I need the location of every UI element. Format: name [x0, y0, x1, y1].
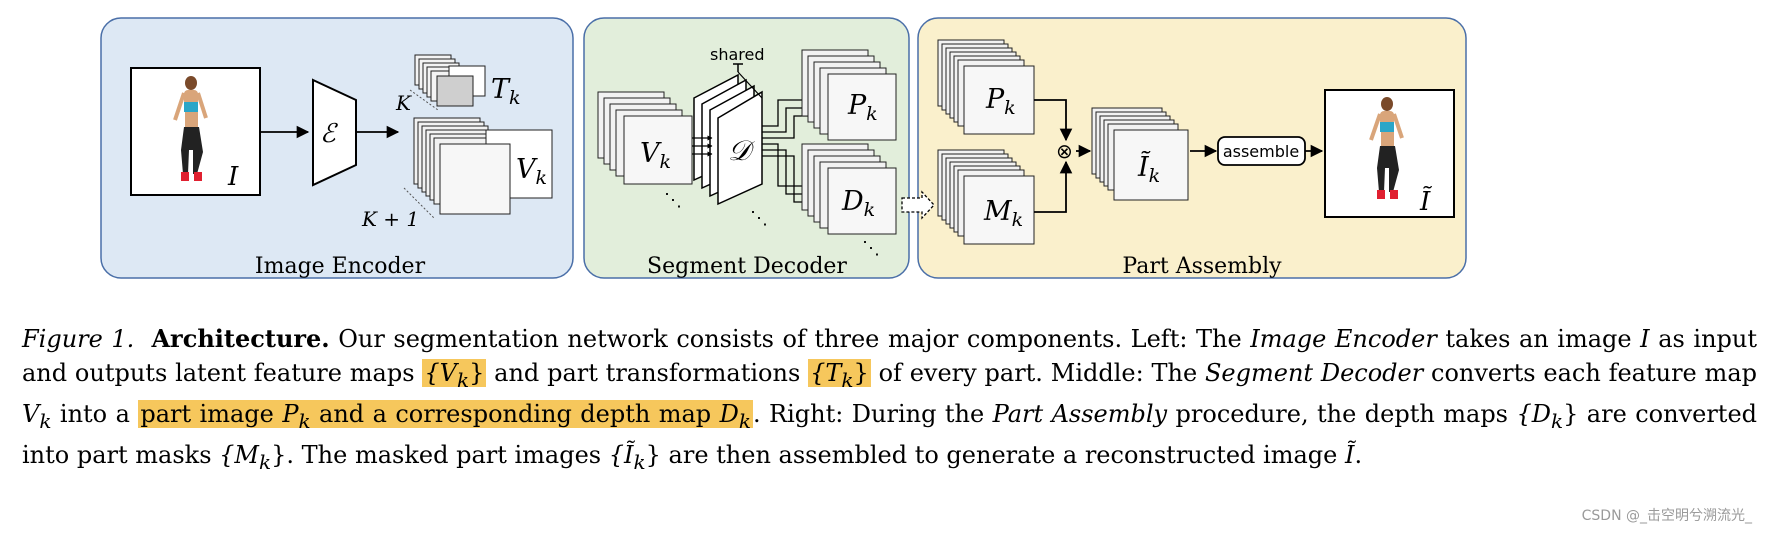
caption-text: } — [1563, 399, 1579, 428]
assembly-title: Part Assembly — [1122, 254, 1282, 279]
caption-text: . The masked part images — [286, 440, 609, 469]
decoder-title: Segment Decoder — [647, 254, 847, 279]
caption-text: Image Encoder — [1250, 325, 1437, 353]
transforms-label: Tk — [491, 74, 521, 109]
input-image: I — [130, 67, 261, 196]
caption-text: Segment Decoder — [1204, 359, 1424, 387]
feature-stack — [413, 117, 553, 215]
architecture-diagram: Image Encoder Segment Decoder Part Assem… — [100, 17, 1467, 279]
input-image-label: I — [227, 162, 239, 192]
assemble-label: assemble — [1223, 142, 1299, 161]
k-count-label: K — [395, 91, 412, 115]
caption-text: procedure, the depth maps — [1167, 399, 1517, 428]
encoder-symbol: ℰ — [320, 119, 338, 149]
caption-text: k — [633, 449, 646, 474]
part-image-stack — [801, 49, 897, 141]
features-label: Vk — [516, 154, 547, 189]
caption-text: . — [1354, 440, 1363, 469]
caption-text: of every part. Middle: The — [870, 359, 1205, 387]
decoder-features-label: Vk — [640, 138, 671, 173]
caption-text: as input and outputs latent feature maps — [22, 325, 1758, 387]
caption-highlight: {Vk} — [422, 359, 487, 392]
caption-text: and part transformations — [486, 359, 809, 387]
caption-text: Ĩ — [1344, 440, 1355, 469]
k-plus-one-label: K + 1 — [361, 207, 419, 231]
shared-label: shared — [710, 45, 765, 64]
caption-text: k — [39, 408, 52, 433]
output-image: Ĩ — [1324, 89, 1455, 218]
transform-stack — [414, 54, 486, 107]
caption-text: into a — [51, 399, 139, 428]
caption-text: } — [645, 440, 661, 469]
caption-bold-title: Architecture. — [151, 324, 330, 353]
depth-map-stack — [801, 143, 897, 235]
caption-text: . Right: During the — [752, 399, 993, 428]
watermark: CSDN @_击空明兮溯流光_ — [1581, 508, 1752, 524]
caption-text: {D — [1516, 399, 1551, 428]
decoder-feature-ellipsis: ⋱ — [664, 190, 682, 211]
mask-label: Mk — [983, 196, 1023, 231]
caption-text: k — [259, 449, 272, 474]
caption-text: } — [271, 440, 287, 469]
masked-part-label: Ĩk — [1137, 150, 1160, 187]
mask-stack — [937, 149, 1035, 245]
caption-highlight: part image Pk and a corresponding depth … — [138, 399, 753, 433]
figure-caption: Figure 1. Architecture. Our segmentation… — [22, 322, 1757, 478]
caption-text: Part Assembly — [992, 399, 1168, 428]
decoder-input-arrows — [692, 135, 713, 157]
encoder-title: Image Encoder — [255, 254, 426, 279]
caption-text: takes an image — [1436, 325, 1641, 353]
caption-highlight: {Tk} — [808, 359, 871, 392]
caption-text: converts each feature map — [1423, 359, 1757, 387]
decoder-feature-stack — [597, 91, 693, 185]
caption-figure-number: Figure 1. — [22, 325, 135, 353]
part-image-label: Pk — [847, 90, 878, 125]
caption-text: Our segmentation network consists of thr… — [329, 325, 1251, 353]
caption-text: I — [1640, 325, 1650, 353]
output-image-label: Ĩ — [1419, 185, 1433, 217]
caption-text: are converted into part masks — [22, 399, 1758, 469]
caption-text: {Ĩ — [608, 440, 634, 469]
encoder-trapezoid — [312, 78, 357, 187]
masked-part-stack — [1091, 107, 1189, 201]
caption-text: V — [22, 399, 40, 428]
decoder-ellipsis: ⋱ — [750, 208, 768, 229]
multiply-icon: ⊗ — [1056, 139, 1073, 163]
depth-ellipsis: ⋱ — [862, 238, 880, 259]
caption-text: {M — [219, 440, 259, 469]
depth-map-label: Dk — [841, 186, 875, 221]
depth-to-mask-arrow — [901, 190, 935, 220]
person-figure-icon — [173, 76, 208, 181]
caption-text: are then assembled to generate a reconst… — [660, 440, 1345, 469]
assembly-part-label: Pk — [985, 84, 1016, 119]
assembly-part-stack — [937, 39, 1035, 135]
person-figure-icon — [1369, 97, 1404, 199]
caption-text: k — [1550, 408, 1564, 433]
